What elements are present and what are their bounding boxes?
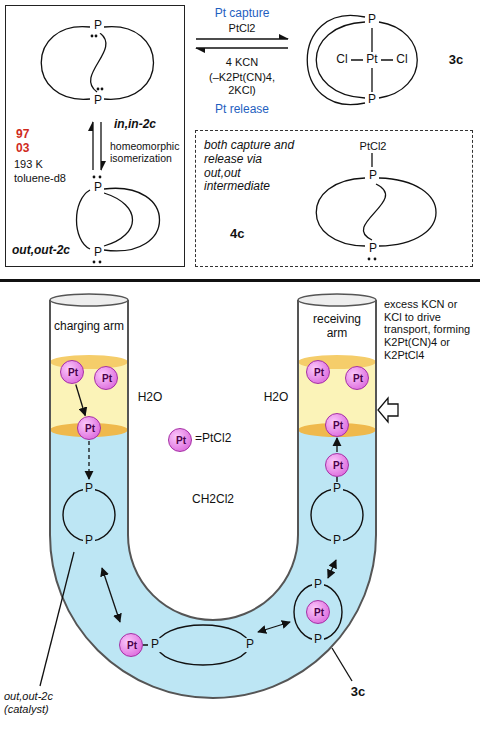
phosphorus-atom: P bbox=[92, 94, 104, 108]
annotation: Cl bbox=[394, 53, 409, 67]
phosphorus-atom: P bbox=[312, 578, 324, 592]
box-text: 193 K bbox=[14, 158, 43, 171]
annotation: 3c bbox=[351, 685, 365, 700]
lone-pairs bbox=[91, 35, 377, 264]
platinum-bead: Pt bbox=[345, 366, 369, 390]
platinum-bead: Pt bbox=[168, 428, 192, 452]
phosphorus-atom: P bbox=[244, 638, 256, 652]
equilibrium-box: in,in-2c 9703 193 Ktoluene-d8 homeomorphic … bbox=[5, 5, 185, 267]
phosphorus-atom: P bbox=[331, 482, 343, 496]
box-text: PtCl2 bbox=[358, 140, 389, 153]
bead-label: Pt bbox=[333, 420, 343, 432]
complex-4c-structure bbox=[316, 153, 436, 246]
phosphorus-atom: P bbox=[312, 633, 324, 647]
bead-label: Pt bbox=[333, 460, 343, 472]
bead-label: Pt bbox=[127, 640, 137, 652]
annotation: H2O bbox=[264, 391, 289, 405]
platinum-bead: Pt bbox=[94, 366, 118, 390]
tube-rim bbox=[50, 294, 128, 306]
phosphorus-atom: P bbox=[92, 181, 104, 195]
bead-label: Pt bbox=[314, 367, 324, 379]
phosphorus-atom: P bbox=[367, 242, 379, 256]
box-text: homeomorphic isomerization bbox=[110, 140, 184, 164]
box-text: 97 bbox=[16, 128, 29, 142]
box-text: out,out-2c bbox=[12, 244, 70, 258]
phosphorus-atom: P bbox=[366, 93, 378, 107]
phosphorus-atom: P bbox=[149, 638, 161, 652]
annotation: Pt bbox=[364, 53, 379, 67]
transfer-arrow bbox=[76, 384, 85, 415]
bead-label: Pt bbox=[176, 435, 186, 447]
platinum-bead: Pt bbox=[60, 360, 84, 384]
dichloromethane-phase bbox=[50, 430, 376, 698]
phosphorus-atom: P bbox=[92, 246, 104, 260]
hollow-arrow bbox=[378, 398, 398, 422]
annotation: Pt capture bbox=[215, 7, 270, 21]
complex-3c-structure bbox=[307, 15, 417, 104]
annotation: 4 KCN bbox=[226, 56, 258, 69]
annotation: charging arm bbox=[53, 320, 125, 334]
platinum-bead: Pt bbox=[325, 413, 349, 437]
annotation: out,out-2c (catalyst) bbox=[4, 690, 88, 715]
bead-label: Pt bbox=[85, 423, 95, 435]
phosphorus-atom: P bbox=[83, 534, 95, 548]
annotation: =PtCl2 bbox=[195, 432, 231, 446]
phosphorus-atom: P bbox=[331, 534, 343, 548]
phosphorus-atom: P bbox=[367, 169, 379, 183]
bead-label: Pt bbox=[102, 373, 112, 385]
divider-rule bbox=[0, 279, 480, 282]
macrocycle-in-in bbox=[41, 27, 153, 100]
bead-label: Pt bbox=[314, 607, 324, 619]
box-text: toluene-d8 bbox=[14, 172, 66, 185]
bead-label: Pt bbox=[353, 373, 363, 385]
phosphorus-atom: P bbox=[366, 13, 378, 27]
annotation: receiving arm bbox=[301, 313, 373, 341]
equilibrium-arrows bbox=[93, 122, 101, 170]
tube-rim bbox=[298, 294, 376, 306]
annotation: H2O bbox=[138, 391, 163, 405]
annotation: Pt release bbox=[215, 103, 269, 117]
annotation: (–K2Pt(CN)4, 2KCl) bbox=[194, 71, 290, 96]
platinum-bead: Pt bbox=[77, 416, 101, 440]
platinum-bead: Pt bbox=[306, 600, 330, 624]
transport-arrows bbox=[40, 441, 352, 686]
intermediate-box: both capture and release via out,out int… bbox=[195, 130, 473, 267]
box-text: 03 bbox=[16, 142, 29, 156]
transfer-arrow bbox=[336, 438, 337, 452]
phosphorus-atom: P bbox=[83, 482, 95, 496]
annotation: 3c bbox=[449, 53, 463, 68]
box-text: both capture and release via out,out int… bbox=[204, 139, 296, 194]
macrocycle-out-out bbox=[77, 188, 160, 251]
phosphorus-atom: P bbox=[92, 19, 104, 33]
box-text: in,in-2c bbox=[114, 118, 156, 132]
annotation: CH2Cl2 bbox=[192, 493, 234, 507]
annotation: Cl bbox=[334, 53, 349, 67]
platinum-bead: Pt bbox=[325, 453, 349, 477]
annotation: PtCl2 bbox=[229, 22, 256, 35]
box-text: 4c bbox=[230, 227, 244, 242]
platinum-bead: Pt bbox=[306, 360, 330, 384]
bead-label: Pt bbox=[68, 367, 78, 379]
reaction-arrows bbox=[196, 39, 288, 48]
annotation: excess KCN or KCl to drive transport, fo… bbox=[384, 298, 476, 361]
u-tube bbox=[50, 300, 376, 698]
macrocycles-organic bbox=[63, 477, 363, 665]
platinum-bead: Pt bbox=[119, 633, 143, 657]
